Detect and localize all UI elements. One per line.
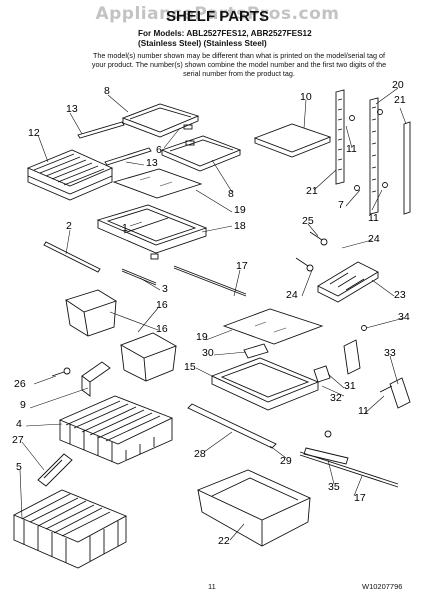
part-17-rod-lower [299, 451, 399, 488]
part-14-basket-upper [58, 395, 174, 465]
part-16-bin-lower [119, 332, 178, 382]
model-notice: The model(s) number shown may be differe… [91, 51, 387, 79]
part-33-support [379, 377, 411, 409]
callout-8-upper: 8 [104, 85, 110, 97]
callout-11-lower: 11 [358, 405, 369, 417]
callout-21-left: 21 [306, 185, 318, 197]
callout-17-upper: 17 [236, 260, 248, 272]
part-20-rail-middle [369, 97, 379, 215]
part-9-bracket [81, 361, 111, 397]
callout-18: 18 [234, 220, 246, 232]
callout-6: 6 [156, 144, 162, 156]
leader-lines [19, 87, 407, 541]
callout-25: 25 [302, 215, 314, 227]
callout-5: 5 [16, 461, 22, 473]
part-21-rail-right [403, 121, 411, 215]
callout-11-upper: 11 [346, 143, 357, 155]
part-26-screw [51, 367, 71, 377]
part-23-bracket [317, 261, 379, 303]
callout-20: 20 [392, 79, 404, 91]
part-10-shelf [253, 123, 332, 158]
callout-19-lower: 19 [196, 331, 208, 343]
part-12-wine-rack [26, 149, 114, 201]
part-15-frame [210, 357, 320, 411]
callout-16-lower: 16 [156, 323, 168, 335]
part-28-rail [187, 403, 277, 449]
part-18-crisper-frame [96, 204, 208, 260]
part-21-rail-left [335, 89, 345, 185]
callout-31: 31 [344, 380, 356, 392]
callout-13-lower: 13 [146, 157, 158, 169]
callout-27: 27 [12, 434, 24, 446]
callout-15: 15 [184, 361, 196, 373]
callout-7: 7 [338, 199, 344, 211]
watermark: AppliancePartsPros.com [95, 4, 340, 24]
part-5-basket-lower [12, 489, 128, 569]
model-info: For Models: ABL2527FES12, ABR2527FES12 (… [138, 29, 312, 50]
callout-12: 12 [28, 127, 40, 139]
part-34-support [343, 325, 367, 375]
page-number: 11 [208, 582, 216, 591]
part-30-bracket [243, 343, 269, 359]
callout-9: 9 [20, 399, 26, 411]
callout-1: 1 [122, 222, 128, 234]
callout-13-upper: 13 [66, 103, 78, 115]
callout-17-lower: 17 [354, 492, 366, 504]
finish-line: (Stainless Steel) (Stainless Steel) [138, 39, 267, 49]
callout-32: 32 [330, 392, 342, 404]
callout-28: 28 [194, 448, 206, 460]
models-line: For Models: ABL2527FES12, ABR2527FES12 [138, 29, 312, 38]
callout-21-right: 21 [394, 94, 406, 106]
callout-29: 29 [280, 455, 292, 467]
part-22-drawer [196, 469, 312, 547]
part-16-bin-upper [64, 289, 118, 337]
part-19-glass-upper [112, 168, 203, 199]
callout-34: 34 [398, 311, 410, 323]
callout-19-upper: 19 [234, 204, 246, 216]
part-13-rails [77, 121, 152, 166]
part-3-rod [121, 268, 157, 286]
page-title: SHELF PARTS [165, 8, 270, 25]
part-8-lower-shelf [160, 135, 242, 172]
callout-30: 30 [202, 347, 214, 359]
part-11-screws-right [349, 109, 388, 191]
part-31-clip [313, 365, 331, 383]
callout-4: 4 [16, 418, 22, 430]
part-25-screws [295, 231, 328, 272]
part-35-bracket [303, 430, 349, 465]
callout-23: 23 [394, 289, 406, 301]
callout-2: 2 [66, 220, 72, 232]
part-8-upper-shelf [121, 103, 200, 138]
callout-24-right: 24 [368, 233, 380, 245]
callout-24-left: 24 [286, 289, 298, 301]
callout-33: 33 [384, 347, 396, 359]
callout-35: 35 [328, 481, 340, 493]
part-6-clips [183, 124, 195, 146]
callout-8-lower: 8 [228, 188, 234, 200]
part-17-rod-upper [173, 265, 247, 297]
callout-11-middle: 11 [368, 212, 379, 224]
callout-10: 10 [300, 91, 312, 103]
part-2-divider-bar [43, 241, 101, 273]
callout-3: 3 [162, 283, 168, 295]
callout-26: 26 [14, 378, 26, 390]
callout-16-upper: 16 [156, 299, 168, 311]
part-19-glass-lower [222, 308, 324, 345]
callout-22: 22 [218, 535, 230, 547]
part-27-handle [37, 453, 73, 487]
document-number: W10207796 [362, 582, 403, 591]
